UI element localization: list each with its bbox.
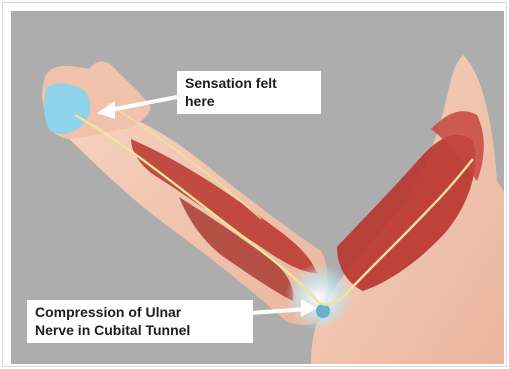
compression-label-line-1: Compression of Ulnar [35, 303, 245, 321]
compression-callout: Compression of Ulnar Nerve in Cubital Tu… [27, 300, 253, 343]
sensation-label-line-2: here [185, 92, 313, 110]
sensation-callout: Sensation felt here [177, 71, 321, 114]
illustration-panel: Sensation felt here Compression of Ulnar… [11, 11, 504, 364]
sensation-label-line-1: Sensation felt [185, 74, 313, 92]
cubital-tunnel [316, 304, 330, 318]
compression-label-line-2: Nerve in Cubital Tunnel [35, 321, 245, 339]
